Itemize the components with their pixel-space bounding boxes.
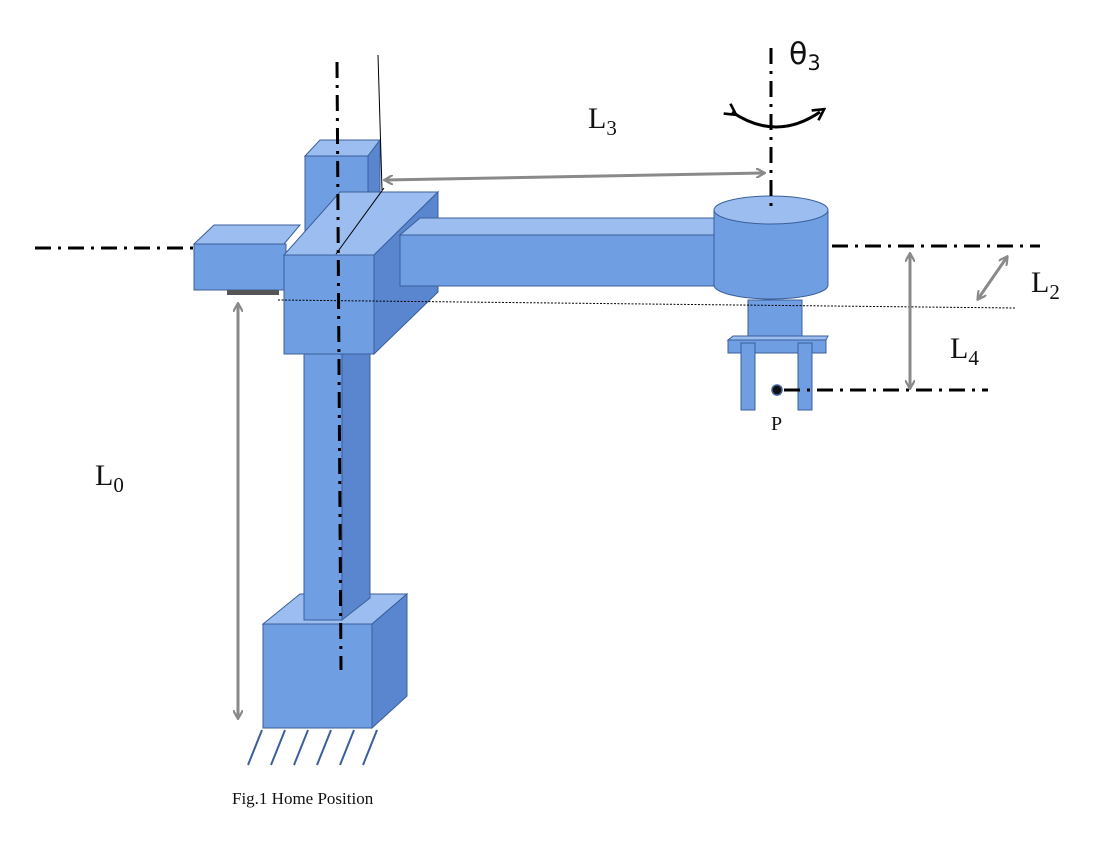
base-block: [261, 592, 409, 730]
cylinder-top: [713, 195, 829, 225]
gripper-finger-right: [797, 342, 813, 411]
column-side-face: [341, 328, 371, 622]
curved-double-arrow-icon: [732, 112, 820, 129]
ground-hatch-icon: [247, 729, 378, 766]
column-front-face: [303, 349, 343, 621]
label-theta3-main: θ: [789, 37, 807, 72]
ref-line-vertical-thin: [377, 54, 383, 191]
label-L4-sub: 4: [968, 346, 979, 370]
label-L2-main: L: [1031, 266, 1049, 299]
left-block-top: [192, 224, 302, 245]
left-block-shadow: [227, 290, 279, 295]
label-L3-main: L: [588, 102, 606, 135]
vertical-column: [303, 328, 371, 622]
wrist-cylinder: [713, 195, 829, 300]
label-theta3: θ3: [789, 37, 821, 75]
cylinder-body: [713, 209, 829, 300]
horizontal-arm: [398, 217, 737, 287]
label-L0-sub: 0: [113, 473, 124, 497]
vertical-axis-main: [335, 61, 343, 671]
reference-lines: [277, 54, 1016, 309]
tool-point-label: P: [771, 413, 782, 435]
label-L3-sub: 3: [606, 116, 617, 140]
gripper-finger-left: [740, 342, 756, 411]
left-block-front: [193, 243, 287, 291]
gripper-plate-top: [726, 335, 829, 341]
label-L0: L0: [95, 459, 124, 497]
ref-line-horizontal-thin: [277, 299, 1016, 309]
label-theta3-sub: 3: [807, 51, 820, 75]
L2-dimension-arrow: [978, 257, 1007, 299]
dimension-arrows: [238, 173, 1007, 718]
axis-lines: [35, 48, 1040, 671]
base-front-face: [262, 623, 373, 729]
label-L2-sub: 2: [1049, 280, 1060, 304]
figure-caption: Fig.1 Home Position: [232, 789, 374, 808]
tool-point-marker: [771, 384, 783, 396]
ref-line-diagonal-thin: [335, 187, 385, 255]
label-L4-main: L: [950, 332, 968, 365]
label-L0-main: L: [95, 459, 113, 492]
label-L2: L2: [1031, 266, 1060, 304]
label-L4: L4: [950, 332, 979, 370]
arm-top-face: [398, 217, 737, 236]
arm-front-face: [399, 234, 731, 287]
L3-dimension-arrow: [385, 173, 764, 180]
left-slide-block: [192, 224, 302, 295]
gripper: [726, 299, 829, 411]
carriage-top: [303, 139, 381, 157]
joint-front-face: [283, 254, 375, 355]
label-L3: L3: [588, 102, 617, 140]
gripper-neck: [747, 299, 803, 341]
